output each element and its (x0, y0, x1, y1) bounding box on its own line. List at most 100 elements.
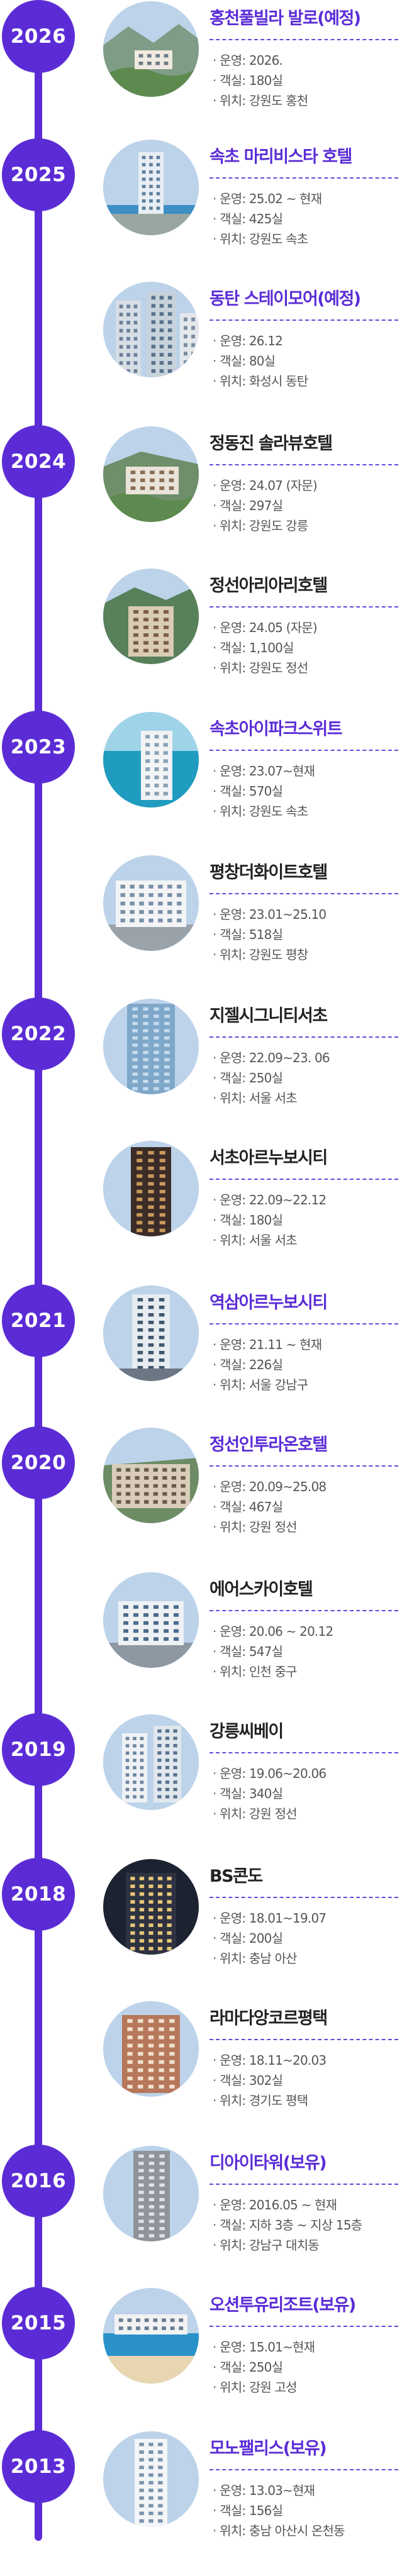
timeline-entry: 평창더화이트호텔운영: 23.01~25.10객실: 518실위치: 강원도 평… (0, 855, 402, 1000)
hotel-detail-line: 위치: 강원 정선 (213, 1517, 400, 1537)
hotel-name: 모노팰리스(보유) (209, 2439, 327, 2458)
year-badge: 2013 (2, 2430, 75, 2503)
white-block-photo (103, 855, 199, 951)
hotel-name: 에어스카이호텔 (209, 1580, 313, 1599)
hotel-detail-line: 객실: 200실 (213, 1928, 400, 1948)
dark-tower-photo (103, 1141, 199, 1236)
timeline-entry: 에어스카이호텔운영: 20.06 ~ 20.12객실: 547실위치: 인천 중… (0, 1572, 402, 1717)
hotel-detail-line: 위치: 강원도 속초 (213, 801, 400, 821)
dashed-divider (209, 2469, 398, 2470)
grey-tower-photo (103, 2146, 199, 2241)
hotel-detail-line: 위치: 충남 아산 (213, 1948, 400, 1968)
dashed-divider (209, 606, 398, 608)
timeline-entry: 오션투유리조트(보유) 운영: 15.01~현재객실: 250실위치: 강원 고성 (0, 2288, 402, 2433)
hotel-detail-line: 위치: 서울 서초 (213, 1088, 400, 1108)
hotel-detail-line: 객실: 250실 (213, 2357, 400, 2377)
timeline-entry: 라마다앙코르평택운영: 18.11~20.03객실: 302실위치: 경기도 평… (0, 2001, 402, 2146)
hotel-details: 운영: 24.05 (자문)객실: 1,100실위치: 강원도 정선 (213, 618, 400, 678)
hotel-detail-line: 객실: 250실 (213, 1068, 400, 1088)
year-badge: 2021 (2, 1284, 75, 1357)
timeline-entry: 지젤시그니티서초운영: 22.09~23. 06객실: 250실위치: 서울 서… (0, 999, 402, 1143)
year-badge: 2015 (2, 2287, 75, 2360)
hotel-details: 운영: 18.11~20.03객실: 302실위치: 경기도 평택 (213, 2050, 400, 2111)
hotel-details: 운영: 20.06 ~ 20.12객실: 547실위치: 인천 중구 (213, 1621, 400, 1682)
hotel-detail-line: 객실: 226실 (213, 1355, 400, 1375)
hotel-detail-line: 운영: 24.05 (자문) (213, 618, 400, 638)
hotel-detail-line: 객실: 180실 (213, 70, 400, 91)
timeline-entry: 역삼아르누보시티운영: 21.11 ~ 현재객실: 226실위치: 서울 강남구 (0, 1285, 402, 1430)
dashed-divider (209, 2039, 398, 2040)
hotel-details: 운영: 19.06~20.06객실: 340실위치: 강원 정선 (213, 1763, 400, 1824)
timeline-entry: 동탄 스테이모어(예정)운영: 26.12객실: 80실위치: 화성시 동탄 (0, 282, 402, 426)
hotel-detail-line: 운영: 21.11 ~ 현재 (213, 1335, 400, 1355)
hotel-name: 정선아리아리호텔 (209, 576, 328, 596)
hotel-detail-line: 객실: 518실 (213, 924, 400, 945)
hotel-details: 운영: 2016.05 ~ 현재객실: 지하 3층 ~ 지상 15층위치: 강남… (213, 2195, 400, 2255)
dashed-divider (209, 39, 398, 40)
hotel-detail-line: 운영: 18.11~20.03 (213, 2050, 400, 2070)
year-badge: 2025 (2, 138, 75, 211)
year-badge: 2016 (2, 2145, 75, 2218)
hotel-detail-line: 위치: 서울 강남구 (213, 1375, 400, 1395)
dashed-divider (209, 893, 398, 894)
hotel-detail-line: 운영: 20.06 ~ 20.12 (213, 1621, 400, 1641)
hotel-name: BS콘도 (209, 1867, 263, 1886)
hotel-detail-line: 운영: 2016.05 ~ 현재 (213, 2195, 400, 2215)
year-badge: 2022 (2, 997, 75, 1070)
dashed-divider (209, 1179, 398, 1180)
hotel-detail-line: 운영: 18.01~19.07 (213, 1908, 400, 1928)
hotel-details: 운영: 22.09~23. 06객실: 250실위치: 서울 서초 (213, 1048, 400, 1108)
timeline-entry: 속초 마리비스타 호텔운영: 25.02 ~ 현재객실: 425실위치: 강원도… (0, 140, 402, 284)
hotel-detail-line: 운영: 20.09~25.08 (213, 1477, 400, 1497)
dashed-divider (209, 2184, 398, 2185)
hotel-name: 정동진 솔라뷰호텔 (209, 434, 333, 453)
mountain-villa-photo (103, 1, 199, 97)
timeline-entry: 속초아이파크스위트운영: 23.07~현재객실: 570실위치: 강원도 속초 (0, 712, 402, 857)
hotel-details: 운영: 2026.객실: 180실위치: 강원도 홍천 (213, 50, 400, 111)
hotel-detail-line: 위치: 강원도 평창 (213, 945, 400, 965)
hotel-details: 운영: 13.03~현재객실: 156실위치: 충남 아산시 온천동 (213, 2480, 400, 2541)
timeline-entry: 모노팰리스(보유) 운영: 13.03~현재객실: 156실위치: 충남 아산시 … (0, 2431, 402, 2576)
hotel-name: 라마다앙코르평택 (209, 2009, 328, 2028)
airport-hotel-photo (103, 1572, 199, 1668)
hotel-detail-line: 객실: 156실 (213, 2501, 400, 2521)
hotel-detail-line: 객실: 570실 (213, 781, 400, 801)
hotel-details: 운영: 23.01~25.10객실: 518실위치: 강원도 평창 (213, 904, 400, 965)
hotel-name: 강릉씨베이 (209, 1722, 284, 1741)
timeline-entry: 정선인투라온호텔운영: 20.09~25.08객실: 467실위치: 강원 정선 (0, 1428, 402, 1572)
dashed-divider (209, 1036, 398, 1038)
coastal-tower-photo (103, 140, 199, 235)
year-badge: 2024 (2, 425, 75, 498)
hotel-detail-line: 위치: 강원도 속초 (213, 229, 400, 249)
beach-resort-photo (103, 2288, 199, 2384)
city-towers-photo (103, 282, 199, 377)
sea-tower-photo (103, 712, 199, 808)
timeline-entry: BS콘도운영: 18.01~19.07객실: 200실위치: 충남 아산 (0, 1859, 402, 2004)
timeline-entry: 디아이타워(보유)운영: 2016.05 ~ 현재객실: 지하 3층 ~ 지상 … (0, 2146, 402, 2290)
hotel-detail-line: 객실: 297실 (213, 496, 400, 516)
mountain-hotel-photo (103, 569, 199, 664)
hotel-detail-line: 운영: 13.03~현재 (213, 2480, 400, 2501)
hotel-name: 오션투유리조트(보유) (209, 2296, 356, 2315)
timeline-entry: 정동진 솔라뷰호텔운영: 24.07 (자문)객실: 297실위치: 강원도 강… (0, 426, 402, 571)
hillside-resort-photo (103, 426, 199, 522)
hotel-detail-line: 객실: 340실 (213, 1784, 400, 1804)
hotel-details: 운영: 15.01~현재객실: 250실위치: 강원 고성 (213, 2337, 400, 2397)
hotel-detail-line: 운영: 15.01~현재 (213, 2337, 400, 2357)
year-badge: 2020 (2, 1426, 75, 1499)
hotel-detail-line: 위치: 강원 정선 (213, 1804, 400, 1824)
dashed-divider (209, 750, 398, 751)
year-badge: 2023 (2, 711, 75, 784)
hotel-detail-line: 객실: 302실 (213, 2070, 400, 2090)
hotel-detail-line: 위치: 인천 중구 (213, 1662, 400, 1682)
dashed-divider (209, 1323, 398, 1324)
hotel-detail-line: 운영: 25.02 ~ 현재 (213, 189, 400, 209)
dashed-divider (209, 177, 398, 179)
year-badge: 2018 (2, 1858, 75, 1931)
hotel-detail-line: 위치: 화성시 동탄 (213, 371, 400, 391)
hotel-detail-line: 위치: 강남구 대치동 (213, 2235, 400, 2255)
hotel-detail-line: 위치: 서울 서초 (213, 1230, 400, 1250)
hotel-details: 운영: 26.12객실: 80실위치: 화성시 동탄 (213, 331, 400, 391)
hotel-detail-line: 운영: 24.07 (자문) (213, 475, 400, 496)
